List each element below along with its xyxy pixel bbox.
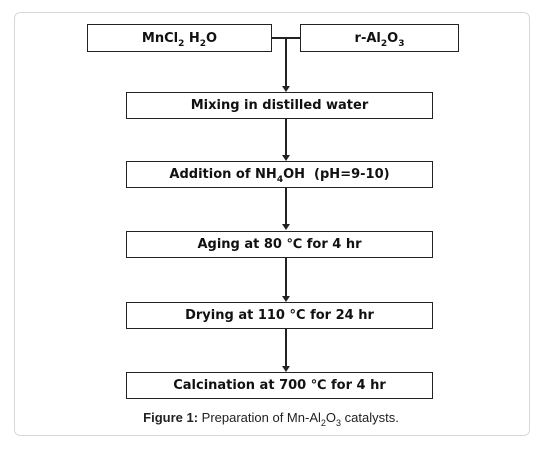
step-mixing: Mixing in distilled water <box>126 92 433 119</box>
mncl2-text: MnCl2 H2O <box>141 30 218 49</box>
caption-sub-2: 3 <box>336 418 342 428</box>
caption-sub-1: 2 <box>320 418 326 428</box>
caption-label: Figure 1: <box>143 410 199 425</box>
arrowhead-3 <box>282 296 290 302</box>
arrow-line-3 <box>285 258 287 296</box>
step-mixing-label: Mixing in distilled water <box>190 98 369 113</box>
step-aging: Aging at 80 ℃ for 4 hr <box>126 231 433 258</box>
arrow-line-4 <box>285 329 287 366</box>
arrow-line-1 <box>285 119 287 155</box>
arrow-line-0 <box>285 37 287 86</box>
step-drying-label: Drying at 110 °C for 24 hr <box>185 308 374 323</box>
step-addition: Addition of NH4OH (pH=9-10) <box>126 161 433 188</box>
caption-text-suffix: catalysts. <box>341 410 399 425</box>
arrowhead-1 <box>282 155 290 161</box>
step-calcination: Calcination at 700 ℃ for 4 hr <box>126 372 433 399</box>
caption-text-mid: O <box>325 410 337 425</box>
al2o3-text: r-Al2O3 <box>354 30 405 49</box>
input-box-al2o3: r-Al2O3 <box>300 24 459 52</box>
arrowhead-4 <box>282 366 290 372</box>
step-addition-label: Addition of NH4OH (pH=9-10) <box>169 167 390 185</box>
arrowhead-0 <box>282 86 290 92</box>
figure-panel <box>14 12 530 436</box>
arrowhead-2 <box>282 224 290 230</box>
input-box-mncl2: MnCl2 H2O <box>87 24 272 52</box>
figure-caption: Figure 1: Preparation of Mn-Al2O3 cataly… <box>0 410 542 428</box>
step-aging-label: Aging at 80 ℃ for 4 hr <box>197 237 362 252</box>
step-calcination-label: Calcination at 700 ℃ for 4 hr <box>173 378 386 393</box>
step-drying: Drying at 110 °C for 24 hr <box>126 302 433 329</box>
caption-text-prefix: Preparation of Mn-Al <box>198 410 321 425</box>
arrow-line-2 <box>285 188 287 224</box>
